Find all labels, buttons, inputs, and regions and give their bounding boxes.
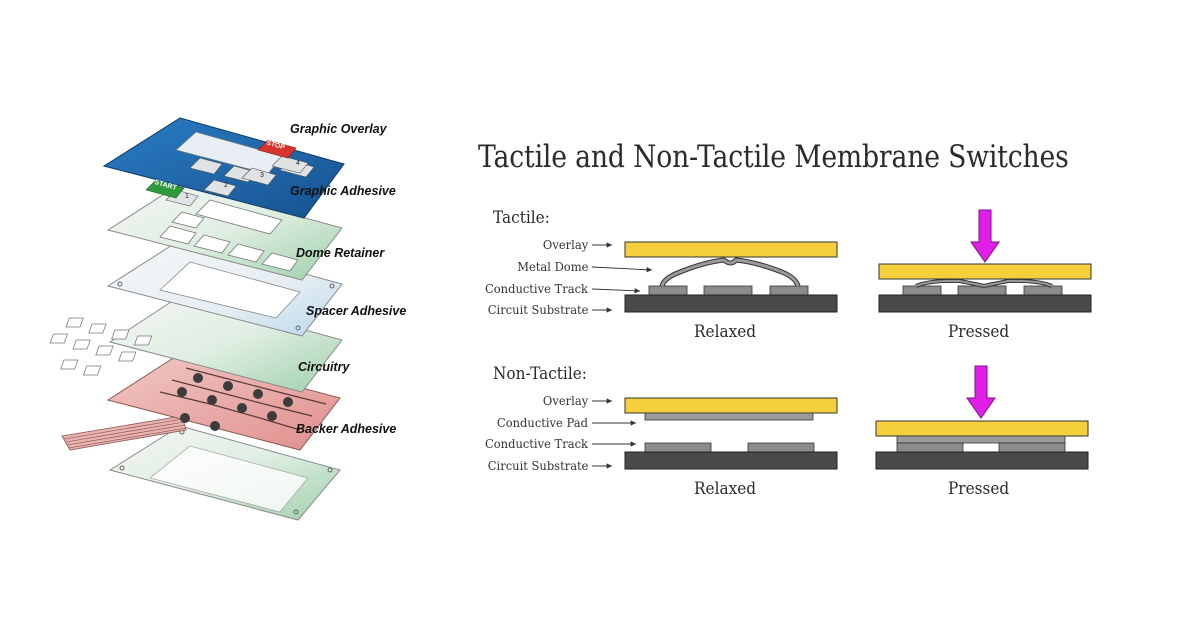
non-tactile-label-overlay: Overlay — [542, 393, 588, 408]
tactile-pressed-diagram — [878, 209, 1092, 313]
exploded-layer-stack — [49, 117, 345, 521]
non-tactile-pressed-diagram — [875, 365, 1089, 470]
layer-label-circuitry: Circuitry — [298, 360, 350, 374]
tactile-label-metal-dome: Metal Dome — [516, 259, 588, 274]
layer-label-dome-retainer: Dome Retainer — [296, 246, 385, 260]
tactile-relaxed-label: Relaxed — [694, 322, 757, 342]
key-label-1: 1 — [185, 193, 189, 200]
non-tactile-relaxed-label: Relaxed — [694, 479, 757, 499]
key-label-2: 2 — [224, 182, 228, 189]
non-tactile-pressed-label: Pressed — [948, 479, 1010, 499]
key-label-3: 3 — [260, 172, 264, 179]
tactile-heading: Tactile: — [493, 208, 550, 228]
non-tactile-label-conductive-pad: Conductive Pad — [496, 415, 588, 430]
tactile-label-conductive-track: Conductive Track — [484, 281, 588, 296]
press-arrow-icon — [966, 365, 996, 419]
graphic-overlay-layer — [102, 117, 345, 219]
non-tactile-label-circuit-substrate: Circuit Substrate — [487, 458, 588, 473]
key-label-4: 4 — [296, 160, 300, 167]
layer-label-graphic-adhesive: Graphic Adhesive — [290, 184, 396, 198]
layer-label-spacer-adhesive: Spacer Adhesive — [306, 304, 407, 318]
tactile-label-circuit-substrate: Circuit Substrate — [487, 302, 588, 317]
tactile-label-overlay: Overlay — [542, 237, 588, 252]
page-title: Tactile and Non-Tactile Membrane Switche… — [478, 139, 1069, 175]
graphic-adhesive-layer — [106, 183, 343, 281]
layer-label-backer-adhesive: Backer Adhesive — [296, 422, 397, 436]
circuitry-layer — [61, 354, 341, 451]
tactile-leader-arrows — [591, 242, 653, 313]
non-tactile-label-conductive-track: Conductive Track — [484, 436, 588, 451]
backer-adhesive-layer — [108, 425, 341, 521]
non-tactile-leader-arrows — [592, 398, 636, 469]
non-tactile-heading: Non-Tactile: — [493, 364, 587, 384]
layer-label-graphic-overlay: Graphic Overlay — [290, 122, 387, 136]
press-arrow-icon — [970, 209, 1000, 263]
tactile-pressed-label: Pressed — [948, 322, 1010, 342]
spacer-adhesive-layer — [49, 295, 343, 393]
non-tactile-relaxed-diagram — [624, 397, 838, 470]
tactile-relaxed-diagram — [624, 241, 838, 313]
